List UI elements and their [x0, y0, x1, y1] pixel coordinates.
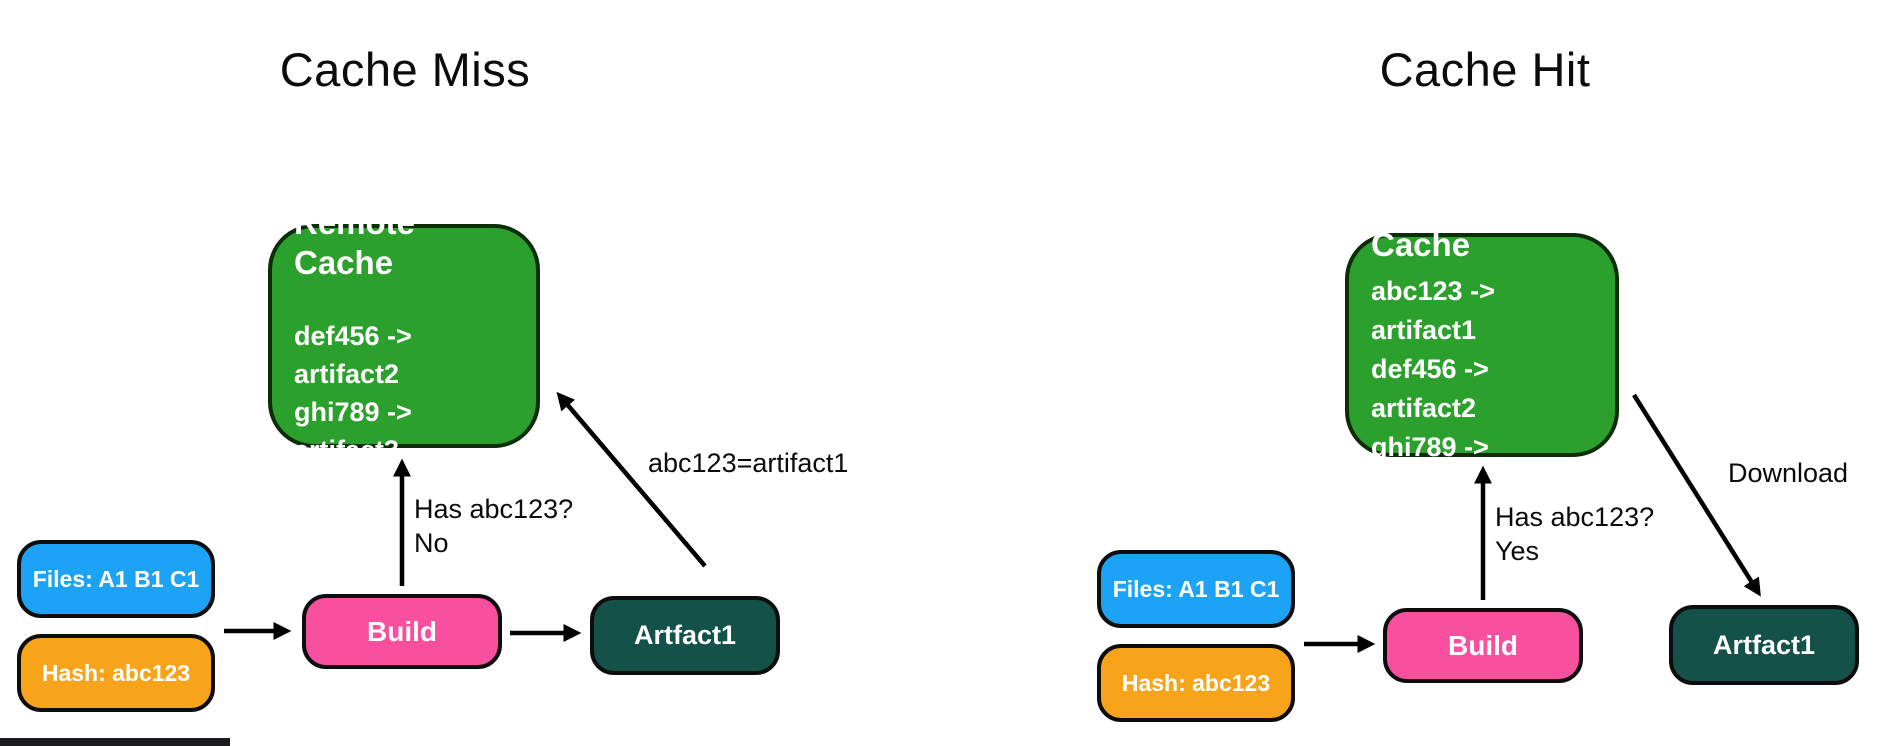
artifact-label: Artfact1 [1712, 629, 1816, 660]
hash-box-hit: Hash: abc123 [1097, 644, 1295, 722]
files-label: Files: A1 B1 C1 [32, 565, 200, 592]
remote-cache-heading: Remote Cache [1371, 185, 1493, 263]
cache-miss-title: Cache Miss [279, 43, 531, 96]
cache-hit-title: Cache Hit [1379, 43, 1591, 96]
build-label: Build [367, 615, 437, 647]
hash-label: Hash: abc123 [41, 659, 191, 686]
build-label: Build [1448, 629, 1518, 661]
query-text: Has abc123? [1495, 502, 1655, 532]
query-answer: Yes [1495, 536, 1540, 566]
cache-entry: ghi789 -> artifact3 [294, 397, 412, 465]
cache-entry: abc123 -> artifact1 [1371, 275, 1495, 345]
artifact-label: Artfact1 [633, 620, 737, 650]
remote-cache-box-miss: Remote Cache def456 -> artifact2 ghi789 … [268, 204, 540, 465]
files-box-hit: Files: A1 B1 C1 [1097, 550, 1295, 628]
remote-cache-heading: Remote Cache [294, 204, 416, 281]
has-hash-query-label-miss: Has abc123? No [414, 492, 573, 560]
cache-entry: def456 -> artifact2 [1371, 353, 1489, 423]
hash-box-miss: Hash: abc123 [17, 634, 215, 712]
artifact-box-hit: Artfact1 [1669, 605, 1859, 685]
remote-cache-entries: def456 -> artifact2 ghi789 -> artifact3 [294, 317, 514, 469]
build-box-hit: Build [1383, 608, 1583, 683]
build-box-miss: Build [302, 594, 502, 669]
bottom-strip [0, 738, 230, 746]
remote-cache-entries: abc123 -> artifact1 def456 -> artifact2 … [1371, 272, 1593, 506]
has-hash-query-label-hit: Has abc123? Yes [1495, 500, 1654, 568]
download-label-hit: Download [1728, 458, 1849, 488]
cache-entry: ghi789 -> artifact3 [1371, 431, 1489, 501]
remote-cache-box-hit: Remote Cache abc123 -> artifact1 def456 … [1345, 186, 1619, 501]
arrow-artifact-to-cache-upload-miss [556, 391, 707, 568]
files-label: Files: A1 B1 C1 [1112, 575, 1280, 602]
arrow-cache-to-artifact-download-hit [1632, 393, 1761, 597]
files-box-miss: Files: A1 B1 C1 [17, 540, 215, 618]
artifact-box-miss: Artfact1 [590, 596, 780, 675]
hash-label: Hash: abc123 [1121, 669, 1271, 696]
query-answer: No [414, 528, 449, 558]
query-text: Has abc123? [414, 494, 574, 524]
cache-entry: def456 -> artifact2 [294, 321, 412, 389]
upload-label-miss: abc123=artifact1 [648, 448, 849, 478]
